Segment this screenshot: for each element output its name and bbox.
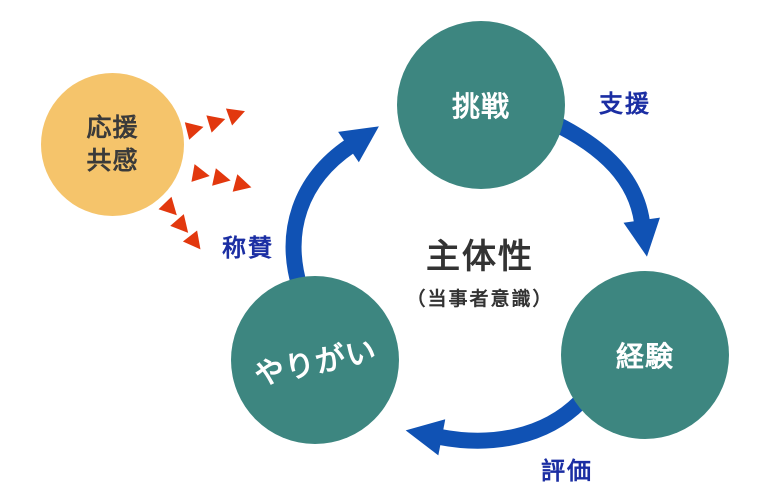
node-challenge-label: 挑戦: [451, 91, 510, 122]
node-experience-label: 経験: [615, 341, 674, 372]
arrow-fulfillment-to-challenge-icon: [285, 126, 379, 291]
node-fulfillment-label: やりがい: [251, 334, 380, 393]
arrow-experience-to-fulfillment-icon: [405, 396, 586, 456]
edge-label-support: 支援: [599, 91, 651, 118]
edge-label-praise: 称賛: [222, 235, 274, 262]
edge-label-evaluation: 評価: [541, 458, 593, 485]
center-subtitle: （当事者意識）: [406, 289, 554, 310]
center-title: 主体性: [426, 238, 534, 276]
external-support-circle: 応援 共感: [41, 73, 184, 216]
spark-triangle-icon: [191, 164, 212, 185]
arrow-challenge-to-experience-icon: [548, 114, 660, 257]
node-challenge: 挑戦: [397, 21, 565, 189]
node-fulfillment: やりがい: [231, 276, 399, 444]
center-text-block: 主体性 （当事者意識）: [360, 229, 600, 311]
external-support-line1: 応援: [86, 114, 139, 142]
external-support-line2: 共感: [86, 146, 139, 175]
external-support-label: 応援 共感: [86, 112, 138, 177]
node-experience: 経験: [561, 271, 729, 439]
